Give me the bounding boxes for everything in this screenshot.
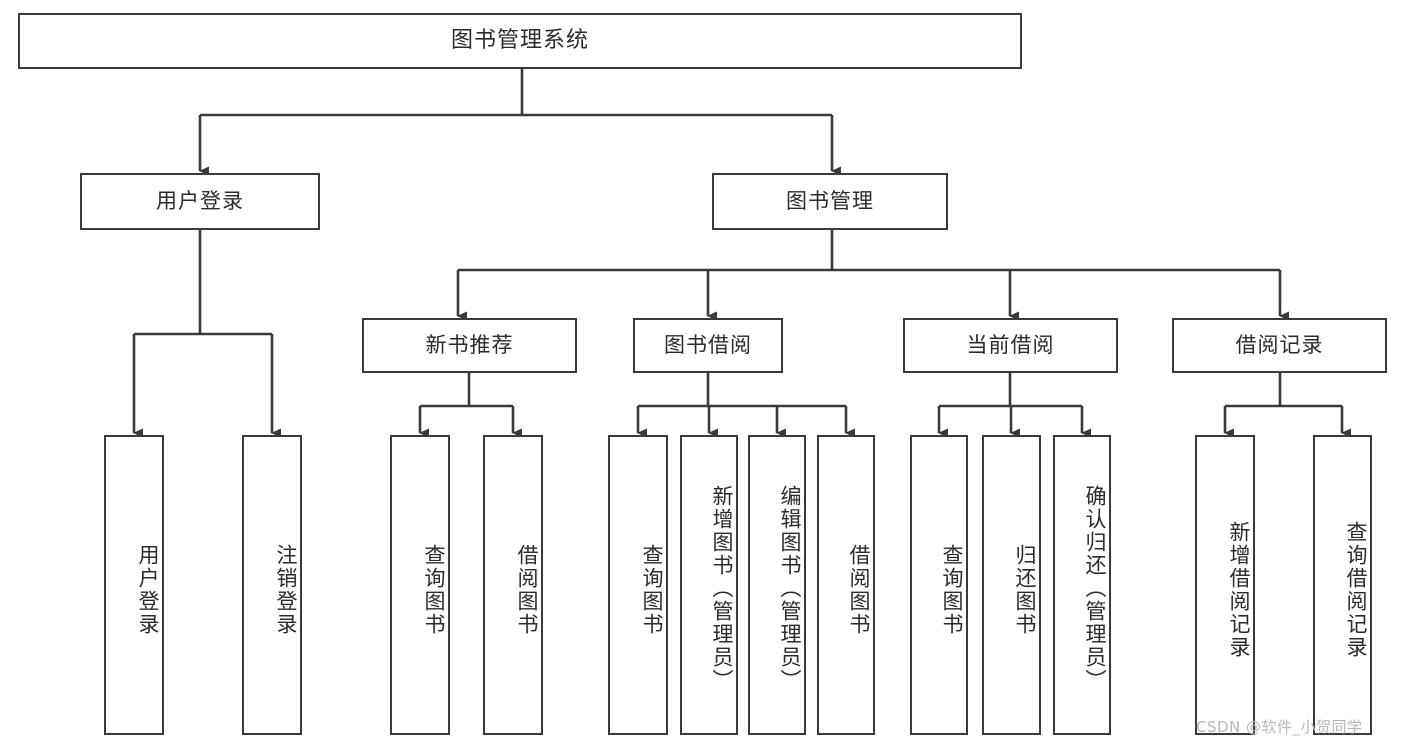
node-label: 新书推荐 [425,332,514,357]
node-leaf-borrow-book-2[interactable]: 借阅图书 [817,435,875,735]
node-leaf-query-record[interactable]: 查询借阅记录 [1313,435,1372,735]
node-label: 图书管理 [786,188,874,213]
node-leaf-query-book-1[interactable]: 查询图书 [390,435,450,735]
node-label: 新增图书（管理员） [710,484,734,692]
node-label: 借阅记录 [1235,332,1324,357]
node-leaf-return-book[interactable]: 归还图书 [982,435,1041,735]
node-label: 查询借阅记录 [1344,521,1368,659]
node-label: 借阅图书 [847,544,871,636]
node-label: 当前借阅 [966,332,1055,357]
node-new-book-recommend[interactable]: 新书推荐 [362,318,577,373]
node-book-borrow[interactable]: 图书借阅 [633,318,783,373]
node-leaf-user-logout[interactable]: 注销登录 [242,435,302,735]
node-label: 归还图书 [1013,544,1037,636]
node-user-login[interactable]: 用户登录 [80,173,320,230]
node-label: 确认归还（管理员） [1083,484,1107,692]
node-label: 图书管理系统 [450,27,589,53]
node-label: 用户登录 [156,188,244,213]
node-borrow-record[interactable]: 借阅记录 [1172,318,1387,373]
node-current-borrow[interactable]: 当前借阅 [903,318,1118,373]
node-label: 借阅图书 [515,544,539,636]
node-leaf-query-book-3[interactable]: 查询图书 [910,435,968,735]
node-leaf-user-login[interactable]: 用户登录 [104,435,164,735]
node-label: 注销登录 [274,544,298,636]
node-leaf-edit-book[interactable]: 编辑图书（管理员） [748,435,806,735]
node-leaf-confirm-return[interactable]: 确认归还（管理员） [1053,435,1111,735]
node-label: 新增借阅记录 [1227,521,1251,659]
node-label: 用户登录 [136,544,160,636]
node-leaf-add-book[interactable]: 新增图书（管理员） [680,435,738,735]
node-label: 编辑图书（管理员） [778,484,802,692]
node-label: 查询图书 [640,544,664,636]
node-leaf-add-record[interactable]: 新增借阅记录 [1195,435,1255,735]
node-leaf-borrow-book-1[interactable]: 借阅图书 [483,435,543,735]
node-root[interactable]: 图书管理系统 [18,13,1022,69]
node-label: 图书借阅 [664,332,752,357]
node-book-manage[interactable]: 图书管理 [712,173,948,230]
node-leaf-query-book-2[interactable]: 查询图书 [608,435,668,735]
node-label: 查询图书 [422,544,446,636]
node-label: 查询图书 [940,544,964,636]
connector-group [132,69,1351,438]
